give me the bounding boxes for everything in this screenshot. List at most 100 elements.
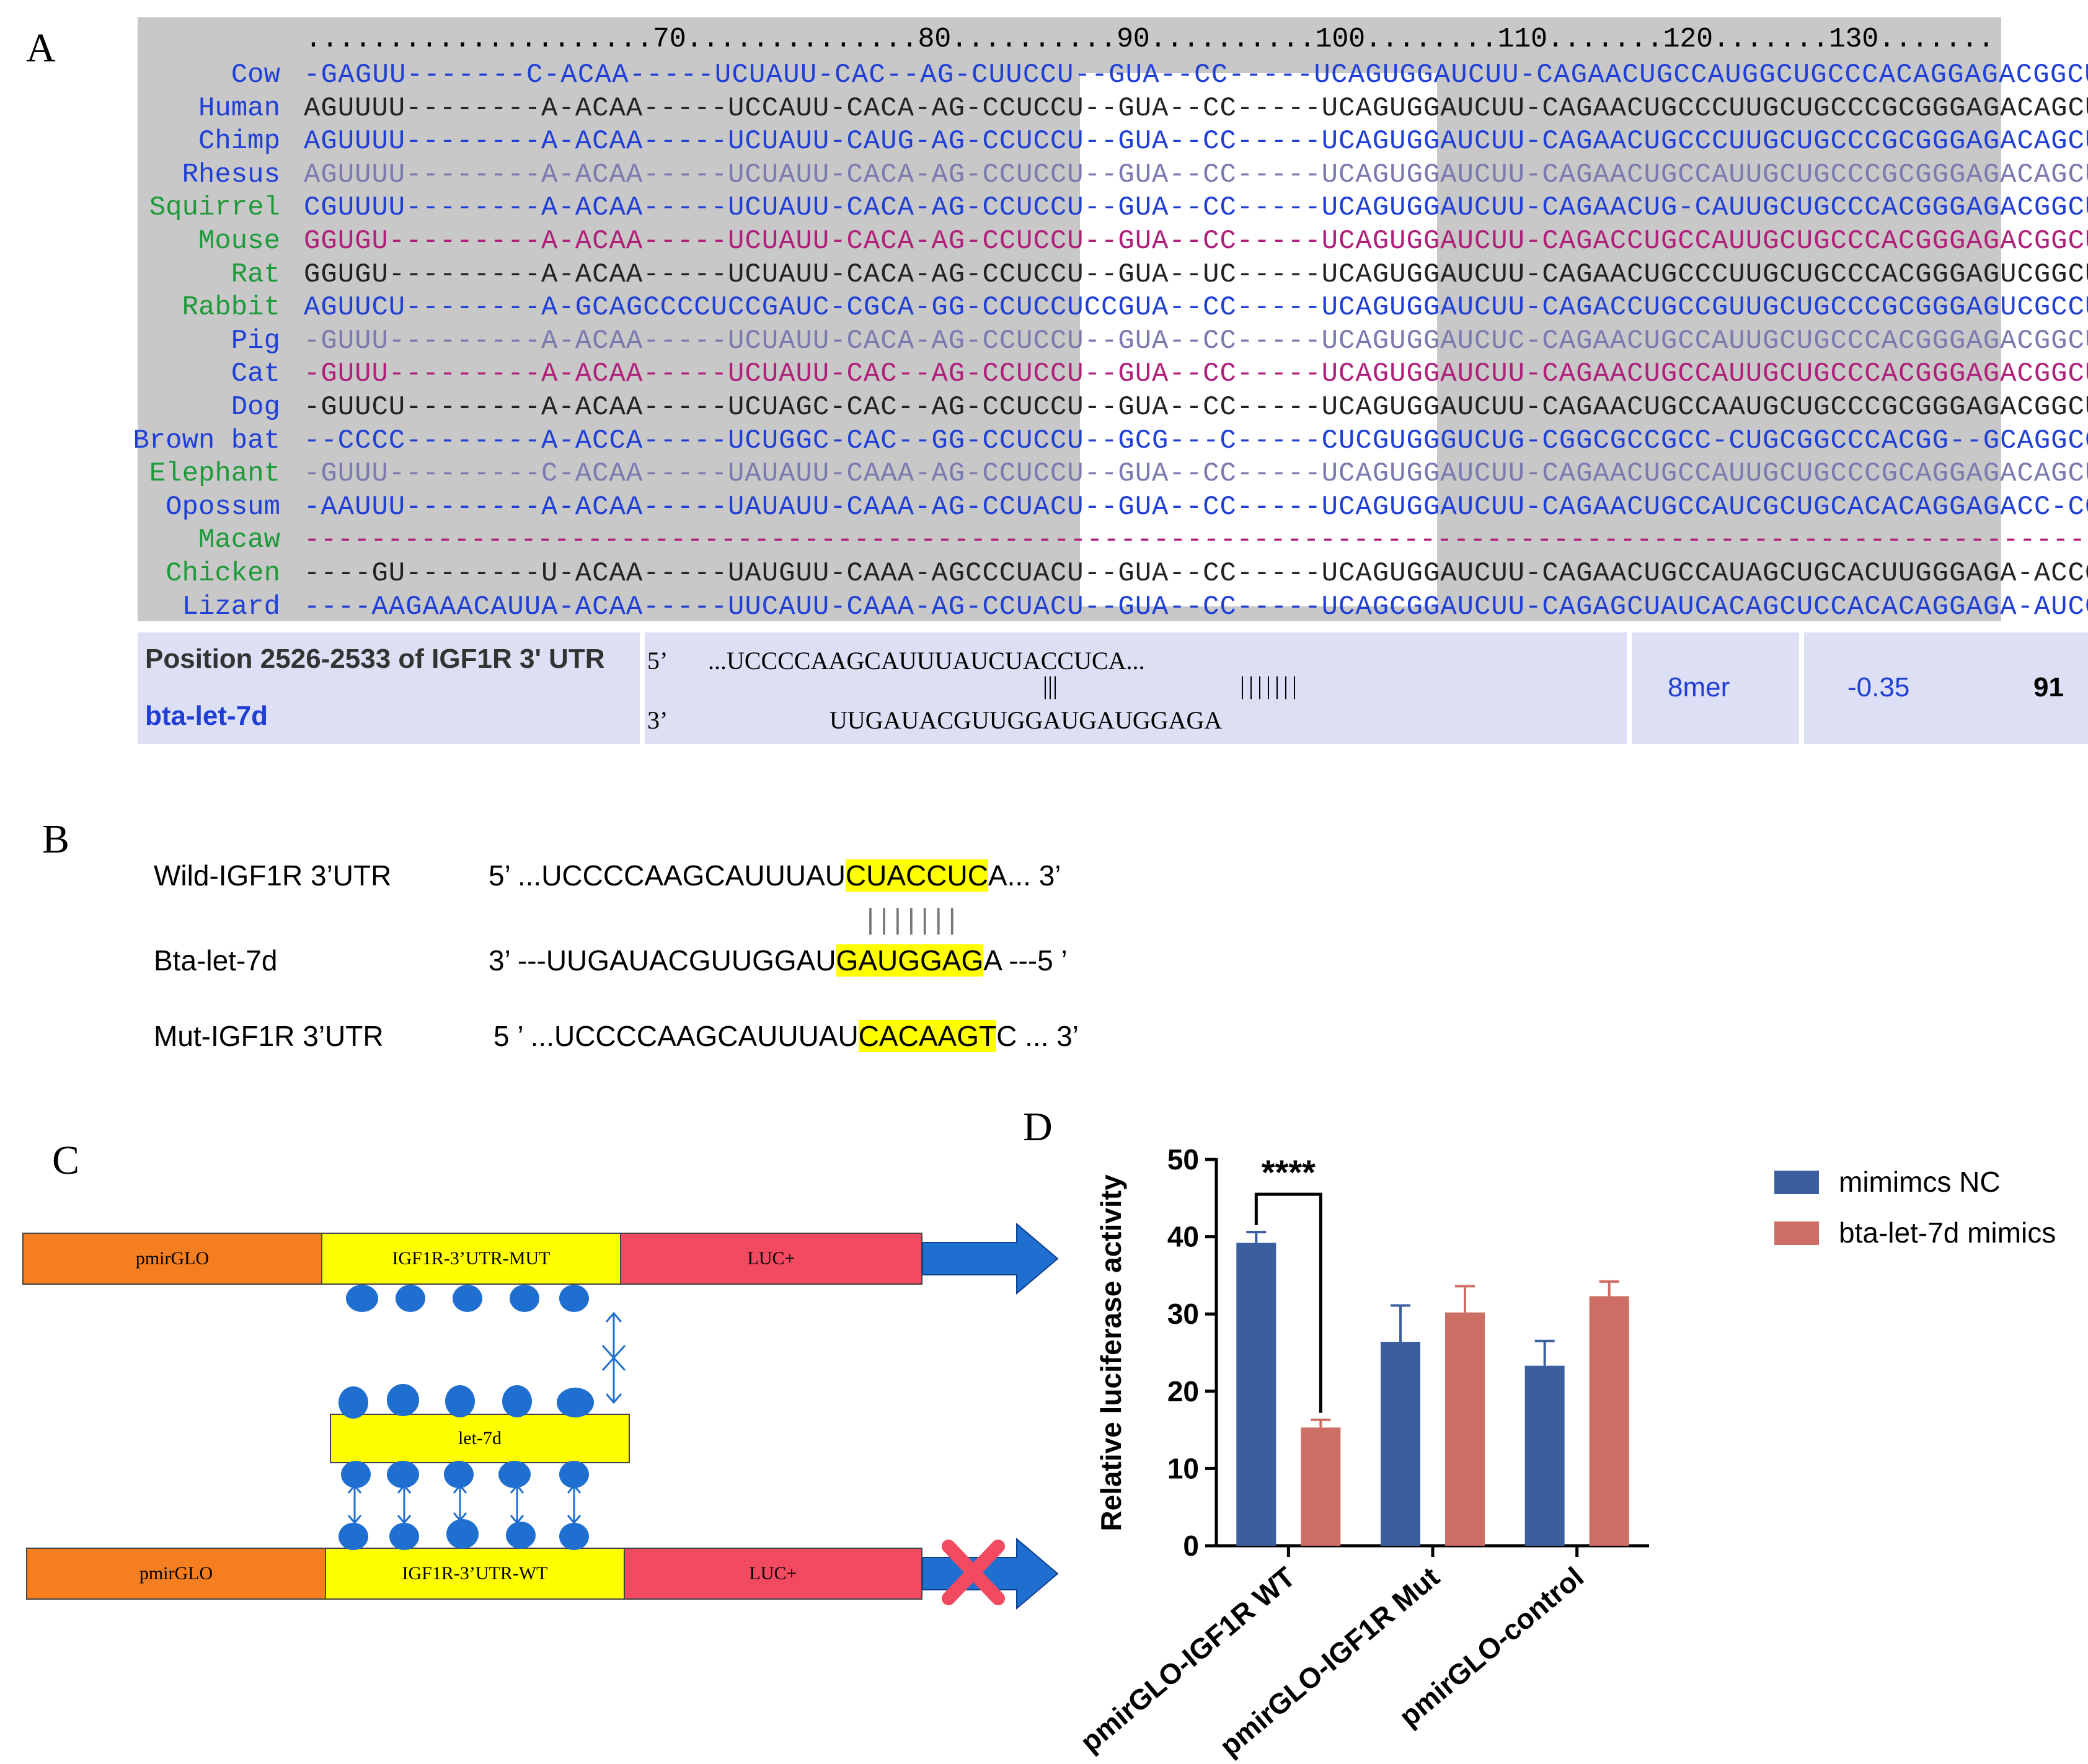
y-tick-label: 30 bbox=[1167, 1298, 1199, 1330]
species-label: Rabbit bbox=[182, 292, 280, 324]
site-cell-type bbox=[1632, 632, 1799, 744]
sequence-row: GGUGU---------A-ACAA-----UCUAUU-CACA-AG-… bbox=[304, 226, 2088, 257]
site-table: Position 2526-2533 of IGF1R 3' UTR bta-l… bbox=[138, 632, 2088, 745]
panel-label-d: D bbox=[1023, 1104, 1053, 1150]
panel-label-c: C bbox=[52, 1138, 80, 1183]
significance-bracket bbox=[1254, 1192, 1322, 1413]
sequence-row: -AAUUU--------A-ACAA-----UAUAUU-CAAA-AG-… bbox=[304, 491, 2088, 523]
mut-prefix: 5 ’ ...UCCCCAAGCAUUUAU bbox=[493, 1020, 859, 1052]
species-label: Pig bbox=[231, 325, 280, 357]
site-cell-percentile-wide bbox=[1970, 632, 2088, 744]
wild-suffix: A... 3’ bbox=[988, 859, 1061, 892]
mut-seed-highlight: CACAAGT bbox=[858, 1020, 997, 1052]
species-label: Macaw bbox=[198, 525, 280, 556]
sequence-row: AGUUUU--------A-ACAA-----UCUAUU-CAUG-AG-… bbox=[304, 126, 2088, 157]
sequence-row: CGUUUU--------A-ACAA-----UCUAUU-CACA-AG-… bbox=[304, 192, 2088, 224]
bar bbox=[1445, 1312, 1485, 1546]
wild-label: Wild-IGF1R 3’UTR bbox=[154, 859, 392, 892]
species-label: Rat bbox=[231, 259, 280, 290]
alignment-panel: .....................70..............80.… bbox=[133, 17, 2088, 623]
mirna-seed-highlight: GAUGGAG bbox=[836, 944, 984, 977]
sequence-row: ----------------------------------------… bbox=[304, 525, 2088, 556]
bottom-reporter: LUC+ bbox=[624, 1548, 922, 1600]
panel-label-a: A bbox=[26, 25, 56, 71]
y-tick-label: 20 bbox=[1167, 1375, 1199, 1407]
species-label: Dog bbox=[231, 392, 280, 423]
bottom-vector: pmirGLO bbox=[26, 1548, 326, 1600]
mirna-suffix: A ---5 ’ bbox=[983, 944, 1068, 977]
mut-suffix: C ... 3’ bbox=[996, 1020, 1079, 1052]
legend-label: mimimcs NC bbox=[1839, 1166, 2001, 1198]
mirna-seq: 3’ ---UUGAUACGUUGGAUGAUGGAGA ---5 ’ bbox=[489, 944, 1068, 977]
sequence-row: -GUUCU--------A-ACAA-----UCUAGC-CAC--AG-… bbox=[304, 392, 2088, 423]
y-tick-label: 10 bbox=[1167, 1452, 1199, 1484]
site-cell-score bbox=[1804, 632, 1978, 744]
site-mirna-label: bta-let-7d bbox=[145, 701, 268, 731]
wild-seq: 5’ ...UCCCCAAGCAUUUAUCUACCUCA... 3’ bbox=[489, 859, 1061, 892]
species-label: Chimp bbox=[198, 126, 280, 157]
sequence-row: ----GU--------U-ACAA-----UAUGUU-CAAA-AGC… bbox=[304, 558, 2088, 589]
species-label: Lizard bbox=[182, 591, 280, 623]
mut-label: Mut-IGF1R 3’UTR bbox=[154, 1020, 384, 1052]
mirna-bar: let-7d bbox=[330, 1414, 630, 1463]
bar bbox=[1301, 1427, 1341, 1546]
species-label: Cow bbox=[231, 60, 280, 91]
species-label: Squirrel bbox=[149, 192, 280, 224]
mut-seq: 5 ’ ...UCCCCAAGCAUUUAUCACAAGTC ... 3’ bbox=[493, 1019, 1079, 1053]
wild-seed-highlight: CUACCUC bbox=[845, 859, 988, 892]
sequence-row: AGUUCU--------A-GCAGCCCCUCCGAUC-CGCA-GG-… bbox=[304, 292, 2088, 324]
species-label: Cat bbox=[231, 358, 280, 390]
species-label: Opossum bbox=[166, 491, 280, 523]
site-percentile: 91 bbox=[2033, 672, 2064, 702]
sequence-row: -GAGUU-------C-ACAA-----UCUAUU-CAC--AG-C… bbox=[304, 60, 2088, 91]
bar bbox=[1589, 1296, 1629, 1546]
sequence-row: --CCCC--------A-ACCA-----UCUGGC-CAC--GG-… bbox=[304, 425, 2088, 456]
site-three-prime: 3’ bbox=[647, 706, 668, 734]
sequence-row: GGUGU---------A-ACAA-----UCUAUU-CACA-AG-… bbox=[304, 259, 2088, 290]
legend-swatch bbox=[1774, 1221, 1819, 1245]
mirna-prefix: 3’ ---UUGAUACGUUGGAU bbox=[489, 944, 836, 977]
site-context-score: -0.35 bbox=[1847, 672, 1910, 702]
site-pairing-right: ||||||| bbox=[1240, 671, 1301, 699]
mirna-label: Bta-let-7d bbox=[154, 944, 278, 977]
top-insert: IGF1R-3’UTR-MUT bbox=[321, 1233, 621, 1285]
bar bbox=[1381, 1342, 1420, 1546]
species-label: Mouse bbox=[198, 226, 280, 257]
site-mirna-seq: UUGAUACGUUGGAUGAUGGAGA bbox=[829, 706, 1223, 734]
wild-prefix: 5’ ...UCCCCAAGCAUUUAU bbox=[489, 859, 846, 892]
species-label: Rhesus bbox=[182, 159, 280, 190]
pairing-lines: ||||||| bbox=[867, 903, 962, 935]
significance-label: **** bbox=[1262, 1153, 1316, 1192]
species-label: Brown bat bbox=[133, 425, 280, 456]
sequence-row: -GUUU---------A-ACAA-----UCUAUU-CAC--AG-… bbox=[304, 358, 2088, 390]
alignment-ruler: .....................70..............80.… bbox=[305, 24, 1994, 55]
top-reporter: LUC+ bbox=[620, 1233, 922, 1285]
sequence-row: -GUUU---------A-ACAA-----UCUAUU-CACA-AG-… bbox=[304, 325, 2088, 357]
top-vector: pmirGLO bbox=[22, 1233, 322, 1285]
site-five-prime: 5’ bbox=[647, 647, 668, 675]
site-cell-label bbox=[138, 632, 640, 744]
y-axis-label: Relative luciferase activity bbox=[1095, 1174, 1127, 1531]
site-pairing-left: ||| bbox=[1043, 671, 1058, 699]
species-label: Elephant bbox=[149, 458, 280, 490]
species-label: Chicken bbox=[166, 558, 280, 589]
site-cell-seq bbox=[645, 632, 1627, 744]
y-tick-label: 0 bbox=[1183, 1530, 1199, 1562]
legend-swatch bbox=[1774, 1171, 1819, 1194]
y-tick-label: 50 bbox=[1167, 1143, 1199, 1176]
species-label: Human bbox=[198, 92, 280, 124]
sequence-row: AGUUUU--------A-ACAA-----UCUAUU-CACA-AG-… bbox=[304, 159, 2088, 190]
alignment-highlight-white bbox=[1080, 73, 1437, 606]
panel-label-b: B bbox=[42, 817, 70, 862]
legend-label: bta-let-7d mimics bbox=[1839, 1217, 2056, 1249]
bar bbox=[1524, 1365, 1565, 1546]
site-position-label: Position 2526-2533 of IGF1R 3' UTR bbox=[145, 644, 605, 674]
sequence-row: -GUUU---------C-ACAA-----UAUAUU-CAAA-AG-… bbox=[304, 458, 2088, 490]
site-utr-seq: ...UCCCCAAGCAUUUAUCUACCUCA... bbox=[708, 647, 1145, 675]
sequence-row: AGUUUU--------A-ACAA-----UCCAUU-CACA-AG-… bbox=[304, 92, 2088, 124]
y-tick-label: 40 bbox=[1167, 1221, 1199, 1253]
bar bbox=[1236, 1243, 1276, 1546]
sequence-row: ----AAGAAACAUUA-ACAA-----UUCAUU-CAAA-AG-… bbox=[304, 591, 2088, 623]
site-type: 8mer bbox=[1668, 672, 1730, 702]
